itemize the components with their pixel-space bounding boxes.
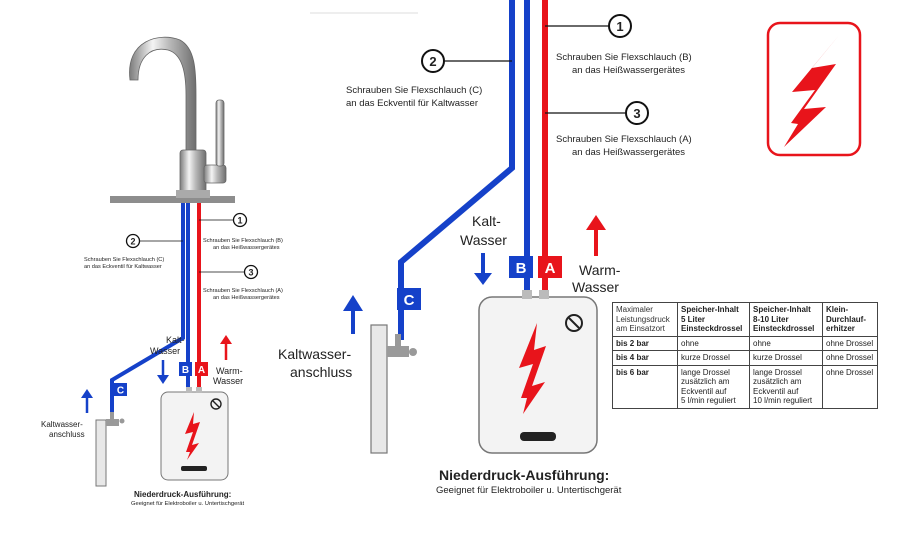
anschluss-label-2: anschluss [290, 364, 352, 380]
label-c: Schrauben Sie Flexschlauch (C) [84, 257, 164, 263]
table-cell: ohne [749, 335, 823, 351]
water-heater [160, 387, 229, 481]
arrow-up-icon [343, 295, 363, 334]
lightning-warning-icon [185, 412, 200, 460]
tag-a: A [198, 365, 205, 376]
left-diagram: 1 2 3 Schrauben Sie Flexschlauch (B) an … [41, 36, 283, 507]
left-title: Niederdruck-Ausführung: [134, 490, 231, 499]
water-heater [478, 290, 598, 454]
label-c-2: an das Eckventil für Kaltwasser [84, 264, 162, 270]
arrow-up-icon [81, 389, 93, 413]
table-row: bis 2 bar ohne ohne ohne Drossel [612, 335, 878, 351]
no-entry-icon [565, 314, 583, 332]
label-b-2: an das Heißwassergerätes [213, 245, 280, 251]
marker-2: 2 [429, 54, 436, 69]
table-cell: lange Drossel zusätzlich am Eckventil au… [749, 364, 823, 409]
table-cell: kurze Drossel [677, 350, 750, 366]
anschluss-label: Kaltwasser- [278, 346, 351, 362]
label-a-2: an das Heißwassergerätes [213, 295, 280, 301]
arrow-down-icon [157, 360, 169, 384]
label-c: Schrauben Sie Flexschlauch (C) [346, 85, 482, 96]
marker-3: 3 [633, 106, 640, 121]
warm-wasser-label: Wasser [213, 376, 243, 386]
electric-warning-sign [766, 21, 862, 157]
label-c-2: an das Eckventil für Kaltwasser [346, 98, 478, 109]
table-row: bis 4 bar kurze Drossel kurze Drossel oh… [612, 350, 878, 366]
table-header: Maximaler Leistungsdruck am Einsatzort [612, 302, 678, 337]
label-a-2: an das Heißwassergerätes [572, 147, 685, 158]
table-cell: bis 4 bar [612, 350, 678, 366]
tag-a: A [545, 260, 556, 277]
table-cell: lange Drossel zusätzlich am Eckventil au… [677, 364, 750, 409]
anschluss-label: Kaltwasser- [41, 420, 83, 429]
right-diagram: 1 2 3 Schrauben Sie Flexschlauch (B) an … [278, 0, 692, 496]
table-cell: ohne Drossel [822, 350, 878, 366]
faucet-icon [110, 36, 235, 203]
tag-b: B [182, 365, 189, 376]
label-a: Schrauben Sie Flexschlauch (A) [556, 134, 692, 145]
kalt-wasser-label: Wasser [150, 346, 180, 356]
kalt-label: Kalt- [166, 335, 185, 345]
table-header: Klein- Durchlauf- erhitzer [822, 302, 878, 337]
table-header: Speicher-Inhalt 5 Liter Einsteckdrossel [677, 302, 750, 337]
kalt-wasser-label: Wasser [460, 232, 507, 248]
table-cell: bis 2 bar [612, 335, 678, 351]
table-row: bis 6 bar lange Drossel zusätzlich am Ec… [612, 364, 878, 409]
anschluss-label-2: anschluss [49, 430, 85, 439]
warm-label: Warm- [579, 262, 621, 278]
table-header-row: Maximaler Leistungsdruck am Einsatzort S… [612, 302, 878, 337]
left-subtitle: Geeignet für Elektroboiler u. Untertisch… [131, 501, 244, 507]
right-subtitle: Geeignet für Elektroboiler u. Untertisch… [436, 485, 622, 496]
table-cell: ohne Drossel [822, 335, 878, 351]
cold-pipe-c [110, 203, 185, 418]
no-entry-icon [210, 398, 222, 410]
marker-2: 2 [130, 237, 135, 247]
label-b: Schrauben Sie Flexschlauch (B) [556, 52, 692, 63]
table-cell: ohne [677, 335, 750, 351]
arrow-down-icon [474, 253, 492, 285]
arrow-up-icon [586, 215, 606, 256]
table-cell: ohne Drossel [822, 364, 878, 409]
marker-1: 1 [237, 216, 242, 226]
valve-icon [395, 334, 417, 356]
lightning-warning-icon [784, 34, 840, 147]
table-cell: bis 6 bar [612, 364, 678, 409]
tag-c: C [117, 386, 124, 397]
label-b: Schrauben Sie Flexschlauch (B) [203, 238, 283, 244]
marker-1: 1 [616, 19, 623, 34]
lightning-warning-icon [519, 323, 546, 414]
tag-c: C [404, 292, 415, 309]
table-cell: kurze Drossel [749, 350, 823, 366]
table-header: Speicher-Inhalt 8-10 Liter Einsteckdross… [749, 302, 823, 337]
right-title: Niederdruck-Ausführung: [439, 467, 609, 483]
warm-label: Warm- [216, 366, 243, 376]
warm-wasser-label: Wasser [572, 279, 619, 295]
label-a: Schrauben Sie Flexschlauch (A) [203, 288, 283, 294]
arrow-up-icon [220, 335, 232, 360]
marker-3: 3 [248, 268, 253, 278]
throttle-table: Maximaler Leistungsdruck am Einsatzort S… [612, 302, 878, 409]
tag-b: B [516, 260, 527, 277]
valve-icon [110, 412, 125, 424]
cold-water-connection [370, 324, 417, 454]
kalt-label: Kalt- [472, 213, 501, 229]
cold-water-connection [95, 412, 125, 487]
label-b-2: an das Heißwassergerätes [572, 65, 685, 76]
